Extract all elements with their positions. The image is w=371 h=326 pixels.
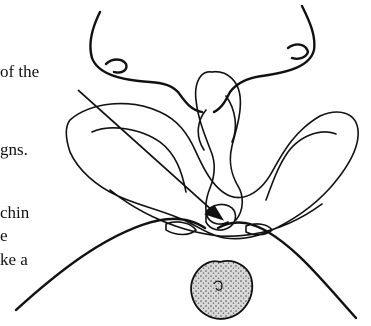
pelvis-inner-right: [266, 132, 336, 200]
baby-body-outline: [196, 72, 228, 224]
caption-line-1: of the: [0, 62, 39, 82]
mother-left-breast: [106, 60, 126, 73]
pelvis-outline: [66, 104, 358, 239]
caption-line-2: gns.: [0, 140, 28, 160]
caption-line-4: e: [0, 226, 8, 246]
caption-line-3: chin: [0, 203, 29, 223]
baby-leg: [226, 96, 235, 142]
pelvis-inner-left: [92, 128, 186, 192]
caption-line-5: ke a: [0, 250, 28, 270]
mother-left-thigh: [16, 219, 205, 310]
baby-head-emerging: [191, 261, 252, 319]
mother-right-breast: [288, 45, 308, 59]
